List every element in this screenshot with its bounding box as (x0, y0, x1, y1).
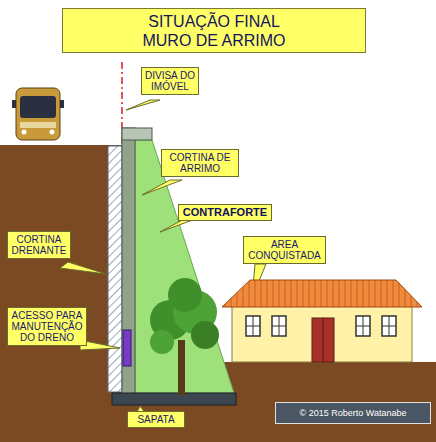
callout-box: DIVISA DO IMÓVEL (141, 67, 199, 95)
illustration-part (246, 326, 260, 327)
drain-curtain (108, 146, 122, 392)
footing (112, 393, 236, 405)
illustration-part (50, 130, 55, 135)
watermark: © 2015 Roberto Watanabe (300, 408, 407, 418)
house (222, 280, 422, 362)
illustration-part (20, 122, 56, 128)
illustration-part (191, 321, 219, 349)
callout-box: CONTRAFORTE (178, 204, 272, 221)
illustration-part (12, 100, 16, 108)
illustration-part (323, 318, 324, 362)
illustration-part (126, 100, 160, 110)
wall-cap (122, 128, 152, 140)
callout-label: CORTINA DE ARRIMO (165, 152, 235, 174)
callout-box: ACESSO PARA MANUTENÇÃO DO DRENO (7, 307, 87, 346)
watermark-box: © 2015 Roberto Watanabe (275, 402, 431, 424)
callout-box: CORTINA DRENANTE (7, 231, 71, 259)
callout-label: CORTINA DRENANTE (11, 234, 67, 256)
callout-label: AREA CONQUISTADA (247, 239, 322, 261)
illustration-part (60, 262, 106, 274)
drain-access (123, 330, 131, 366)
illustration-part (222, 280, 422, 307)
callout-label: CONTRAFORTE (182, 207, 268, 218)
title-box: SITUAÇÃO FINAL MURO DE ARRIMO (62, 8, 366, 53)
illustration-part (16, 88, 60, 140)
illustration-part (20, 96, 56, 118)
callout-tails (60, 100, 266, 414)
illustration-part (312, 318, 334, 362)
callout-label: DIVISA DO IMÓVEL (145, 70, 195, 92)
illustration-part (246, 316, 260, 336)
illustration-part (178, 340, 185, 395)
illustration-part (356, 316, 370, 336)
illustration-part (382, 326, 396, 327)
title-text: SITUAÇÃO FINAL MURO DE ARRIMO (127, 12, 302, 50)
illustration-part (60, 100, 64, 108)
callout-box: SAPATA (127, 411, 185, 428)
illustration-part (150, 330, 174, 354)
illustration-part (356, 326, 370, 327)
illustration-part (232, 305, 412, 362)
bus (12, 88, 64, 140)
callout-label: SAPATA (131, 414, 181, 425)
tree (150, 278, 219, 395)
illustration-part (22, 130, 27, 135)
callout-box: AREA CONQUISTADA (243, 236, 326, 264)
illustration-part (142, 180, 182, 195)
callout-box: CORTINA DE ARRIMO (161, 149, 239, 177)
callout-label: ACESSO PARA MANUTENÇÃO DO DRENO (11, 310, 83, 343)
illustration-part (272, 326, 286, 327)
illustration-part (382, 316, 396, 336)
retaining-wall (122, 128, 135, 394)
illustration-part (272, 316, 286, 336)
soil (0, 145, 436, 442)
illustration-part (168, 278, 202, 312)
